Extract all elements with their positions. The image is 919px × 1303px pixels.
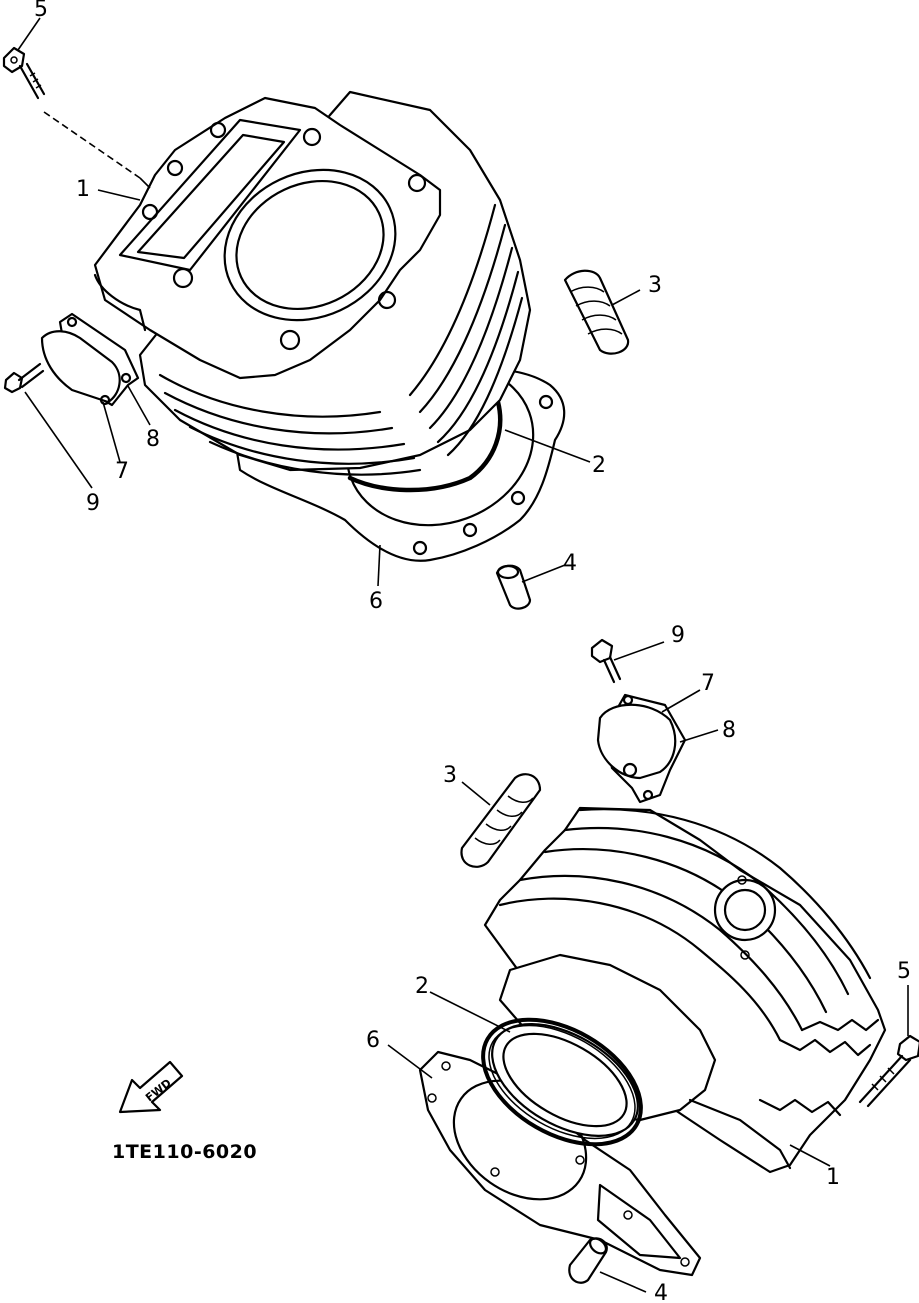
top-o-ring <box>347 399 503 493</box>
top-callout-3: 3 <box>648 273 662 298</box>
bottom-dowel-pin <box>568 1237 608 1284</box>
top-small-bolt <box>3 362 45 394</box>
top-callout-7: 7 <box>115 459 129 484</box>
top-callout-8: 8 <box>146 427 160 452</box>
bottom-dowel-sleeve <box>460 773 542 868</box>
bottom-o-ring <box>481 1017 643 1147</box>
diagram-code: 1TE110-6020 <box>112 1141 257 1163</box>
bottom-assembly: 9 7 8 3 2 6 5 1 4 <box>366 623 919 1303</box>
bottom-stud-bolt <box>858 1034 919 1108</box>
bottom-cylinder <box>483 806 887 1174</box>
top-callout-6: 6 <box>369 589 383 614</box>
top-callout-5: 5 <box>34 0 48 22</box>
bottom-callout-4: 4 <box>654 1281 668 1303</box>
top-callout-2: 2 <box>592 453 606 478</box>
top-callout-9: 9 <box>86 491 100 516</box>
top-dowel-pin <box>495 564 532 610</box>
bottom-callout-5: 5 <box>897 959 911 984</box>
top-tensioner-cover <box>40 312 140 407</box>
bottom-callout-3: 3 <box>443 763 457 788</box>
bottom-callout-7: 7 <box>701 671 715 696</box>
bottom-tensioner-cover <box>596 693 687 804</box>
bottom-base-gasket <box>418 1050 702 1277</box>
top-dowel-sleeve <box>563 269 630 355</box>
bottom-callout-1: 1 <box>826 1165 840 1190</box>
top-callout-4: 4 <box>563 551 577 576</box>
bottom-callout-2: 2 <box>415 974 429 999</box>
top-assembly: 5 1 3 2 4 6 8 7 9 <box>2 0 662 614</box>
forward-arrow: FWD <box>118 1060 184 1114</box>
bottom-callout-8: 8 <box>722 718 736 743</box>
bottom-callout-9: 9 <box>671 623 685 648</box>
top-bolt <box>2 46 46 100</box>
bottom-callout-6: 6 <box>366 1028 380 1053</box>
bottom-small-bolt <box>590 638 622 684</box>
top-cylinder <box>93 90 532 476</box>
top-callout-1: 1 <box>76 177 90 202</box>
